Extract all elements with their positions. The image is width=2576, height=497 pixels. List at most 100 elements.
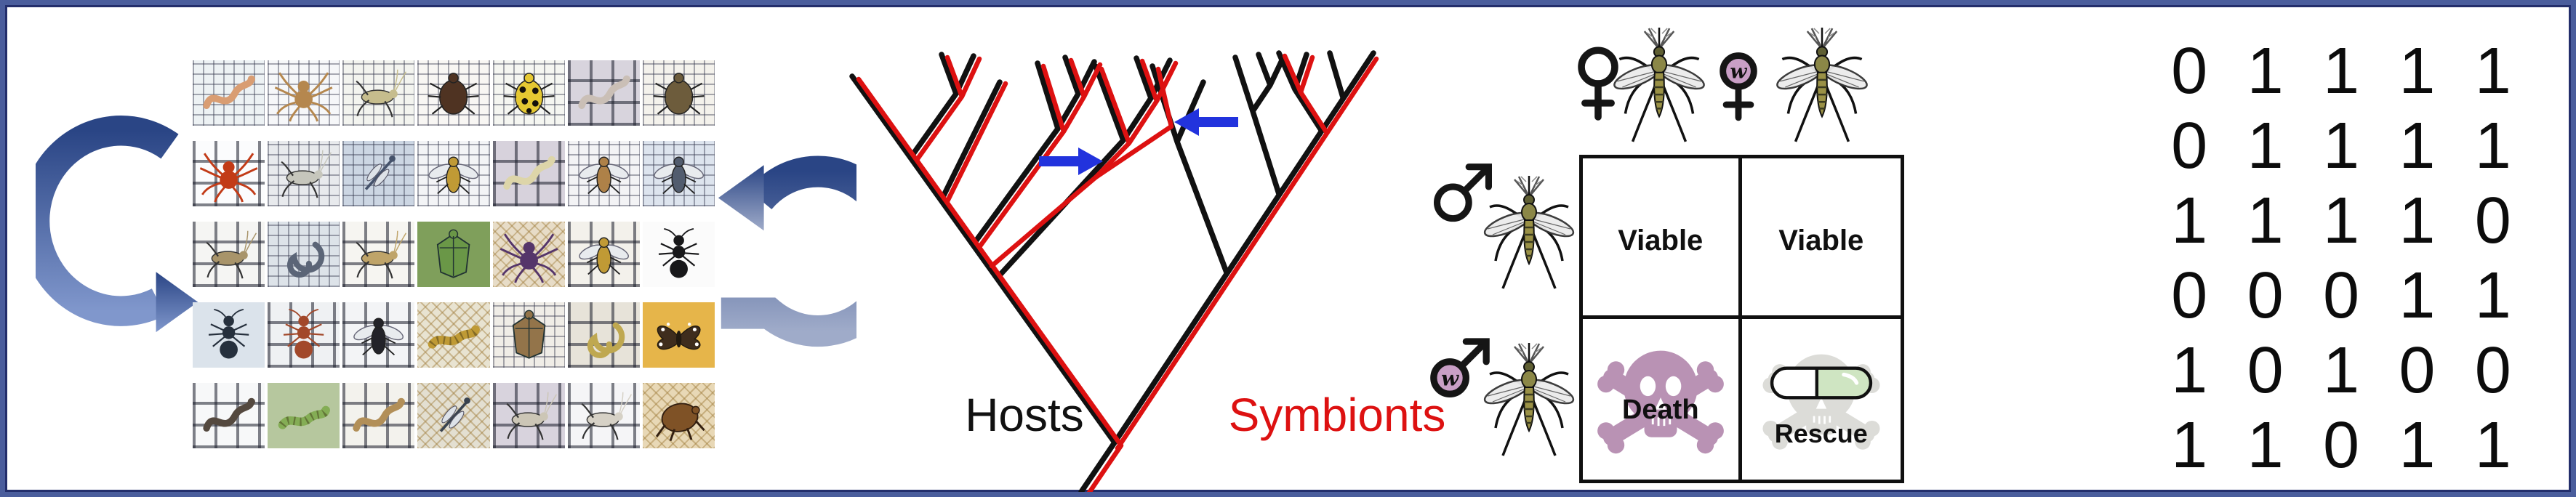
damselfly-icon: [440, 397, 471, 432]
insect-photo-grid: [193, 60, 715, 448]
insect-photo: [268, 302, 340, 368]
matrix-cell: 1: [2247, 409, 2284, 482]
insect-photo: [268, 383, 340, 448]
insect-photo: [492, 302, 565, 368]
grid-paper-background: [342, 383, 415, 448]
bug-icon: [512, 310, 545, 359]
grid-paper-background: [567, 60, 640, 126]
larva-icon: [353, 397, 406, 432]
flea-icon: [655, 403, 705, 441]
grid-paper-background: [193, 383, 265, 448]
cophylogeny-tree: Hosts Symbionts: [849, 50, 1446, 492]
grid-paper-background: [193, 60, 265, 126]
grid-paper-background: [417, 302, 490, 368]
matrix-cell: 1: [2322, 110, 2360, 182]
matrix-cell: 1: [2399, 185, 2436, 257]
spider-icon: [199, 152, 258, 202]
matrix-cell: 1: [2474, 259, 2511, 332]
matrix-cell: 0: [2247, 259, 2284, 332]
larva-icon: [578, 75, 630, 109]
damselfly-icon: [365, 155, 396, 190]
matrix-cell: 1: [2247, 185, 2284, 257]
host-switch-line-2: [1093, 124, 1174, 180]
insect-photo: [642, 60, 715, 126]
cricket-icon: [356, 69, 407, 117]
matrix-cell: 0: [2322, 409, 2360, 482]
wolbachia-male-icon: w: [1430, 338, 1490, 397]
cricket-icon: [581, 392, 632, 440]
mosquito-female-infected: [1773, 26, 1871, 143]
wolbachia-female-icon: w: [1720, 52, 1757, 121]
matrix-cell: 1: [2474, 409, 2511, 482]
host-switch-line-1: [989, 174, 1099, 269]
insect-photo: [492, 60, 565, 126]
matrix-cell: 0: [2171, 110, 2208, 182]
cricket-icon: [505, 392, 557, 440]
mosquito-male-uninfected: [1480, 174, 1578, 290]
fly-icon: [578, 237, 629, 275]
insect-photo: [417, 141, 490, 206]
symbionts-label: Symbionts: [1229, 389, 1446, 441]
matrix-cell: 1: [2399, 259, 2436, 332]
insect-photo: [342, 222, 415, 287]
insect-photo: [642, 383, 715, 448]
matrix-cell: 1: [2171, 409, 2208, 482]
beetle-icon: [428, 72, 479, 115]
insect-photo: [567, 383, 640, 448]
insect-photo: [492, 383, 565, 448]
insect-photo: [193, 141, 265, 206]
beetle-icon: [653, 72, 705, 115]
matrix-cell: 1: [2171, 185, 2208, 257]
cycle-arrow-left-icon: [36, 116, 198, 333]
mosquito-male-infected: [1480, 342, 1578, 457]
death-label: Death: [1621, 394, 1699, 425]
coil-icon: [587, 322, 625, 358]
female-icon: [1578, 47, 1618, 121]
cross-cell-viable-1: Viable: [1583, 158, 1742, 319]
insect-photo: [417, 222, 490, 287]
host-switch-arrow-left-icon: [1174, 108, 1238, 136]
symbiont-tree-branches: [856, 53, 1379, 492]
ant-icon: [283, 308, 324, 358]
viable-label: Viable: [1778, 224, 1864, 256]
insect-photo: [567, 302, 640, 368]
insect-photo: [567, 60, 640, 126]
matrix-cell: 0: [2171, 35, 2208, 108]
caterpillar-icon: [428, 325, 481, 349]
insect-photo: [193, 302, 265, 368]
cross-cell-rescue: Rescue: [1742, 319, 1901, 480]
matrix-cell: 1: [2399, 409, 2436, 482]
insect-photo: [342, 60, 415, 126]
wolbachia-w-label: w: [1730, 61, 1748, 84]
cricket-icon: [356, 230, 407, 278]
matrix-cell: 1: [2247, 35, 2284, 108]
insect-photo: [417, 383, 490, 448]
matrix-cell: 0: [2474, 185, 2511, 257]
insect-photo: [567, 222, 640, 287]
insect-photo: [193, 383, 265, 448]
grid-paper-background: [492, 141, 565, 206]
insect-photo: [342, 141, 415, 206]
male-icon: [1434, 163, 1492, 222]
bug-icon: [437, 229, 470, 278]
matrix-cell: 0: [2171, 259, 2208, 332]
matrix-cell: 1: [2399, 110, 2436, 182]
ant-icon: [208, 308, 249, 358]
butterfly-icon: [657, 322, 701, 349]
matrix-cell: 1: [2247, 110, 2284, 182]
larva-icon: [203, 397, 255, 432]
insect-photo: [268, 60, 340, 126]
matrix-cell: 1: [2474, 110, 2511, 182]
caterpillar-icon: [278, 405, 331, 429]
mosquito-female-uninfected: [1610, 26, 1709, 143]
spider-icon: [274, 71, 333, 121]
matrix-cell: 0: [2247, 334, 2284, 407]
matrix-cell: 1: [2322, 334, 2360, 407]
insect-photo: [642, 141, 715, 206]
cycle-arrow-right-icon: [718, 155, 856, 347]
insect-photo: [193, 60, 265, 126]
fly-icon: [353, 318, 404, 355]
cross-cell-viable-2: Viable: [1741, 158, 1901, 319]
